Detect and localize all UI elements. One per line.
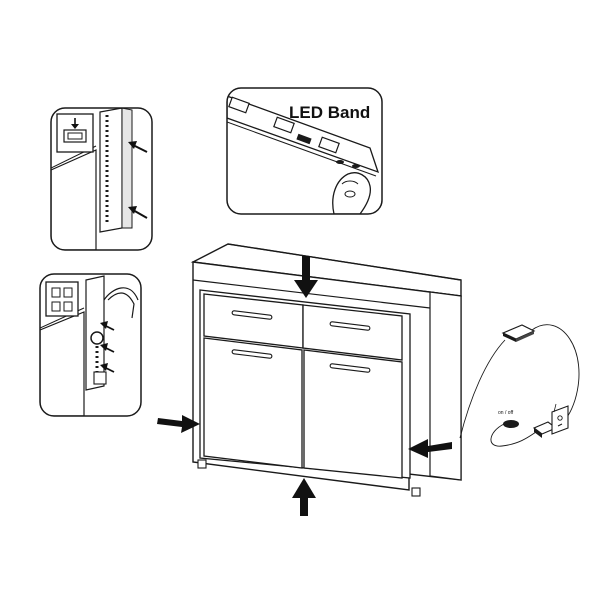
detail-inset-top [51, 108, 152, 250]
cabinet-foot [411, 487, 421, 497]
door-right [303, 349, 403, 479]
arrow-left-icon [128, 206, 148, 219]
detail-sub-box [45, 281, 79, 317]
arrow-up-icon [292, 478, 316, 516]
drawer-right [302, 304, 403, 361]
switch-label: on / off [498, 410, 514, 416]
arrow-down-icon [294, 256, 318, 298]
arrow-right-icon [157, 415, 200, 433]
switch-button [503, 420, 519, 428]
led-band-label: LED Band [289, 103, 370, 122]
led-band-inset [227, 88, 382, 214]
magnify-circle [90, 331, 104, 345]
thumb-icon [332, 172, 372, 214]
plug-icon [551, 403, 569, 435]
drawer-handle-left [231, 310, 273, 320]
drawer-handle-right [329, 321, 371, 331]
cabinet-foot [197, 459, 207, 469]
arrow-left-icon [128, 141, 148, 153]
arrow-down-icon [71, 118, 79, 129]
arrow-left-icon [100, 363, 115, 373]
arrow-left-icon [408, 439, 452, 458]
detail-sub-box [56, 113, 94, 153]
door-left [203, 337, 303, 469]
cabinet [190, 243, 462, 497]
remote-controller [501, 324, 536, 342]
arrow-left-icon [100, 321, 115, 331]
door-handle-left [231, 349, 273, 359]
arrow-left-icon [100, 343, 115, 353]
door-handle-right [329, 363, 371, 373]
wiring: on / off [459, 324, 580, 447]
